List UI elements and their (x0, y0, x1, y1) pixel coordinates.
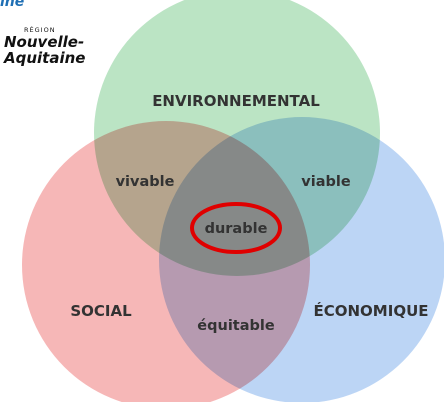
label-durable: durable (205, 221, 268, 237)
logo-line-1: Nouvelle- (4, 32, 85, 51)
logo-line-2: Aquitaine (4, 48, 86, 67)
logo-region-label: RÉGION (24, 26, 56, 34)
durable-highlight-ring (190, 202, 282, 254)
label-viable: viable (301, 174, 351, 190)
label-social: SOCIAL (70, 302, 132, 320)
label-equitable: équitable (197, 318, 275, 334)
label-vivable: vivable (116, 174, 175, 190)
circle-economique (159, 117, 444, 402)
region-logo: RÉGION Nouvelle- Aquitaine (4, 27, 85, 66)
cropped-title-fragment: ine (0, 0, 25, 10)
label-environnemental: ENVIRONNEMENTAL (152, 92, 320, 110)
label-economique: ÉCONOMIQUE (314, 301, 429, 320)
